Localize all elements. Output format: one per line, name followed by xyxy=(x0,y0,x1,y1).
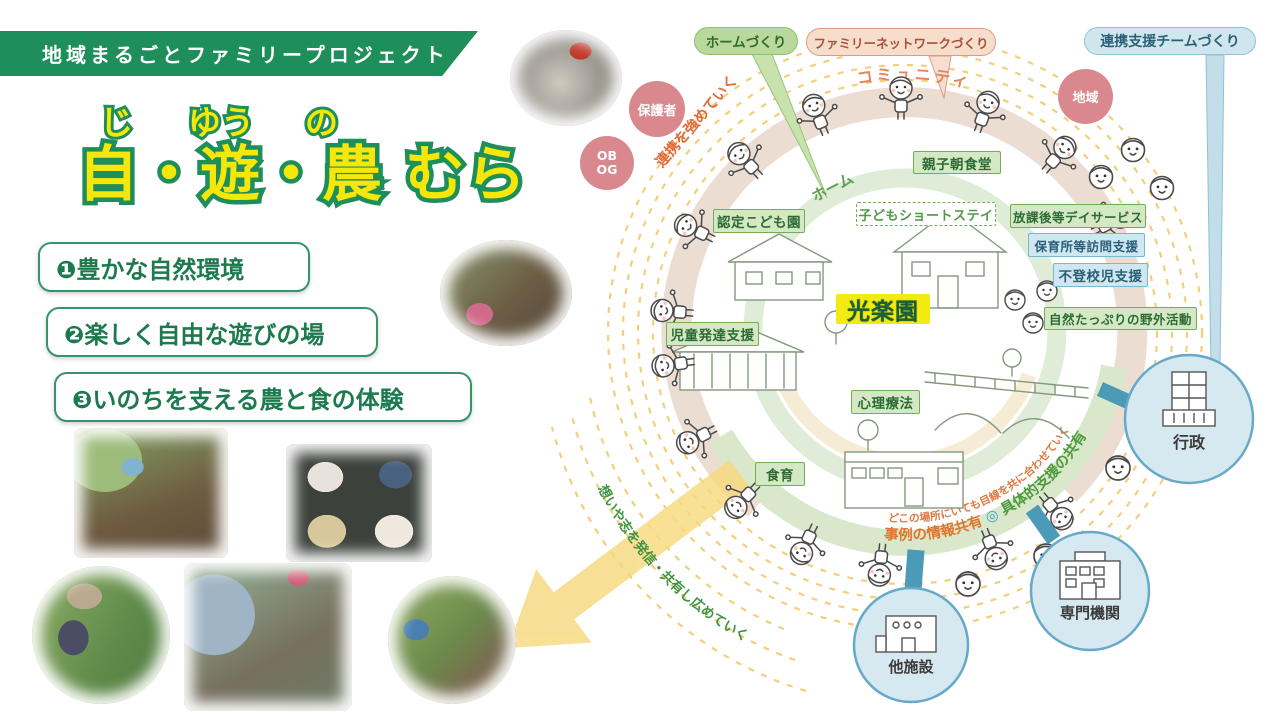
label-food-education: 食育 xyxy=(755,462,805,486)
label-outdoor-activities: 自然たっぷりの野外活動 xyxy=(1044,307,1197,330)
org-label-tashisetsu: 他施設 xyxy=(887,658,934,676)
share-ring xyxy=(709,364,1127,556)
feature-2-label: ❷楽しく自由な遊びの場 xyxy=(64,320,325,349)
government-building-icon xyxy=(1162,371,1216,427)
main-title: じじ ゆうゆう のの 自・遊・農 むら自・遊・農 むら xyxy=(74,96,598,216)
feature-3-label: ❸いのちを支える農と食の体験 xyxy=(72,385,404,414)
photo-mud-play-kids xyxy=(388,576,516,704)
furigana-yuu: ゆうゆう xyxy=(185,100,257,145)
ob-label: OB xyxy=(596,147,618,163)
spread-arrow xyxy=(508,459,750,648)
feature-badge-3: ❸いのちを支える農と食の体験 xyxy=(54,372,472,422)
label-school-refusal-support: 不登校児支援 xyxy=(1053,263,1148,287)
bubble-family-network: ファミリーネットワークづくり xyxy=(806,28,996,56)
circle-chiiki: 地域 xyxy=(1058,69,1113,124)
circle-ob-og: OB OG xyxy=(580,136,634,190)
center-name-kourakuen: 光楽園 xyxy=(836,294,930,325)
org-circle-gyousei: 行政 xyxy=(1123,353,1255,485)
org-label-gyousei: 行政 xyxy=(1172,433,1206,452)
photo-mud-play-group xyxy=(184,563,352,711)
chiiki-label: 地域 xyxy=(1072,91,1099,106)
family-bubble-tail xyxy=(928,55,952,100)
org-label-senmon: 専門機関 xyxy=(1060,604,1120,622)
hogosha-label: 保護者 xyxy=(637,103,677,119)
label-psychotherapy: 心理療法 xyxy=(851,390,920,414)
team-bubble-tail xyxy=(1205,54,1225,369)
label-nursery-visit-support: 保育所等訪問支援 xyxy=(1028,233,1145,257)
bubble-team-label: 連携支援チームづくり xyxy=(1100,34,1240,50)
feature-badge-2: ❷楽しく自由な遊びの場 xyxy=(46,307,378,357)
furigana-ji: じじ xyxy=(97,100,136,145)
circle-hogosha: 保護者 xyxy=(629,81,685,137)
bubble-tails xyxy=(751,53,1225,369)
feature-badge-1: ❶豊かな自然環境 xyxy=(38,242,310,292)
project-banner: 地域まるごとファミリープロジェクト xyxy=(0,31,478,76)
photo-meal-tray xyxy=(286,444,432,562)
photo-children-climbing xyxy=(440,240,572,346)
bubble-home-label: ホームづくり xyxy=(705,35,787,51)
label-oyako-breakfast: 親子朝食堂 xyxy=(913,151,1001,174)
photo-children-walking xyxy=(74,428,228,558)
facility-building-icon xyxy=(875,615,937,653)
og-label: OG xyxy=(596,162,618,177)
institution-building-icon xyxy=(1059,551,1121,600)
label-short-stay: 子どもショートステイ xyxy=(856,202,996,226)
furigana-no: のの xyxy=(302,100,341,145)
org-circle-tashisetsu: 他施設 xyxy=(852,586,970,704)
project-banner-label: 地域まるごとファミリープロジェクト xyxy=(42,43,449,67)
label-child-development-support: 児童発達支援 xyxy=(666,322,759,346)
label-afterschool-dayservice: 放課後等デイサービス xyxy=(1010,204,1146,228)
org-circle-senmon: 専門機関 xyxy=(1029,530,1151,652)
title-text: 自・遊・農 むら自・遊・農 むら xyxy=(74,136,531,215)
label-certified-kindergarten: 認定こども園 xyxy=(713,209,805,233)
bubble-home: ホームづくり xyxy=(694,27,798,55)
feature-1-label: ❶豊かな自然環境 xyxy=(56,255,245,284)
bubble-family-label: ファミリーネットワークづくり xyxy=(813,35,989,51)
photo-mochi-pounding xyxy=(510,30,622,126)
photo-rice-planting xyxy=(32,566,170,704)
bubble-support-team: 連携支援チームづくり xyxy=(1084,27,1256,55)
